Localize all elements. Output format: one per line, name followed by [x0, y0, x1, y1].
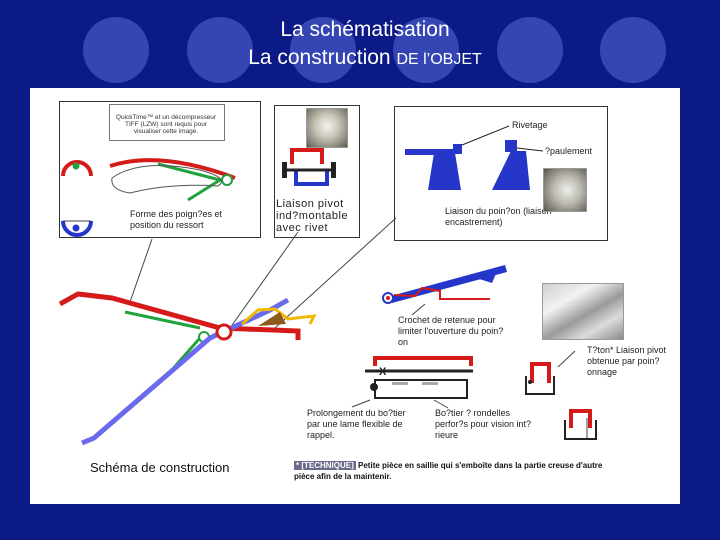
crochet-annotation: Crochet de retenue pour limiter l'ouvert…: [398, 315, 504, 347]
red-handle-sketch: [109, 158, 236, 180]
brown-punch: [258, 312, 286, 326]
quicktime-note: QuickTime™ et un décompresseur TIFF (LZW…: [115, 114, 217, 135]
red-crochet: [393, 286, 490, 300]
red-arc: [61, 160, 93, 177]
shoulder-block: [505, 140, 517, 152]
punch-left: [428, 153, 461, 190]
diagram-canvas: QuickTime™ et un décompresseur TIFF (LZW…: [30, 88, 680, 504]
prolongement-annotation: Prolongement du bo?tier par une lame fle…: [307, 408, 406, 440]
rivet-head-right: [331, 162, 336, 178]
quicktime-placeholder: [109, 104, 225, 141]
footnote-text: Petite pièce en saillie qui s'emboîte da…: [294, 461, 603, 481]
encastrement-label: Liaison du poin?on (liaison encastrement…: [445, 206, 552, 227]
slanted-blue-arm: [387, 265, 507, 303]
slide-title-line1: La schématisation: [280, 18, 450, 41]
boitier-annotation: Bo?tier ? rondelles perfor?s pour vision…: [435, 408, 532, 440]
rivetage-label: Rivetage: [512, 120, 548, 130]
blue-arc: [61, 220, 93, 237]
yellow-crochet: [241, 307, 317, 326]
title-small: DE l’OBJET: [396, 51, 482, 68]
bg-circle: [497, 17, 563, 83]
boitier-pivot: [370, 383, 378, 391]
rivet-head-left: [282, 162, 287, 178]
diagram-drawing: [58, 125, 597, 446]
green-handle-sketch: [157, 162, 224, 202]
footnote: * [TECHNIQUE] Petite pièce en saillie qu…: [294, 460, 624, 482]
teton-black-u2: [564, 420, 597, 440]
bg-circle: [83, 17, 149, 83]
bg-circle: [290, 17, 356, 83]
spring-pivot: [221, 174, 233, 186]
encastrement-photo: [543, 168, 587, 212]
pivot-red-u: [290, 148, 324, 164]
teton-black-u1: [525, 376, 555, 395]
teton-red-u1: [530, 362, 551, 383]
bg-circle: [393, 17, 459, 83]
rivet-photo: [306, 108, 348, 148]
epaulement-label: ?paulement: [545, 146, 593, 156]
punch-right: [492, 151, 530, 190]
teton-red-u2: [569, 409, 592, 428]
bg-circle: [600, 17, 666, 83]
teton-annotation: T?ton* Liaison pivot obtenue par poin?on…: [587, 345, 667, 377]
footnote-tag: * [TECHNIQUE]: [294, 461, 356, 470]
bg-circle: [187, 17, 253, 83]
green-dot: [72, 162, 80, 170]
caption: Schéma de construction: [90, 460, 230, 475]
rivet-cap: [453, 144, 462, 154]
poignees-label: Forme des poign?es et position du ressor…: [130, 209, 223, 230]
blue-triangle-tip: [476, 269, 498, 283]
boitier-body: [374, 379, 468, 399]
main-pivot: [215, 323, 233, 341]
boitier-red-top: [373, 356, 473, 366]
main-green-arm: [124, 310, 201, 330]
blue-dot: [72, 224, 80, 232]
slide-title-line2: La construction DE l’OBJET: [130, 46, 600, 70]
teton-photo: [542, 283, 624, 340]
main-slate-arm: [81, 297, 290, 446]
outline-sketch: [111, 165, 222, 194]
pivot-blue-u: [294, 170, 329, 186]
title-main: La construction: [248, 46, 391, 69]
main-red-handle: [58, 291, 301, 340]
pivot-label: Liaison pivot ind?montable avec rivet: [276, 198, 349, 234]
punch-arm: [405, 149, 455, 155]
